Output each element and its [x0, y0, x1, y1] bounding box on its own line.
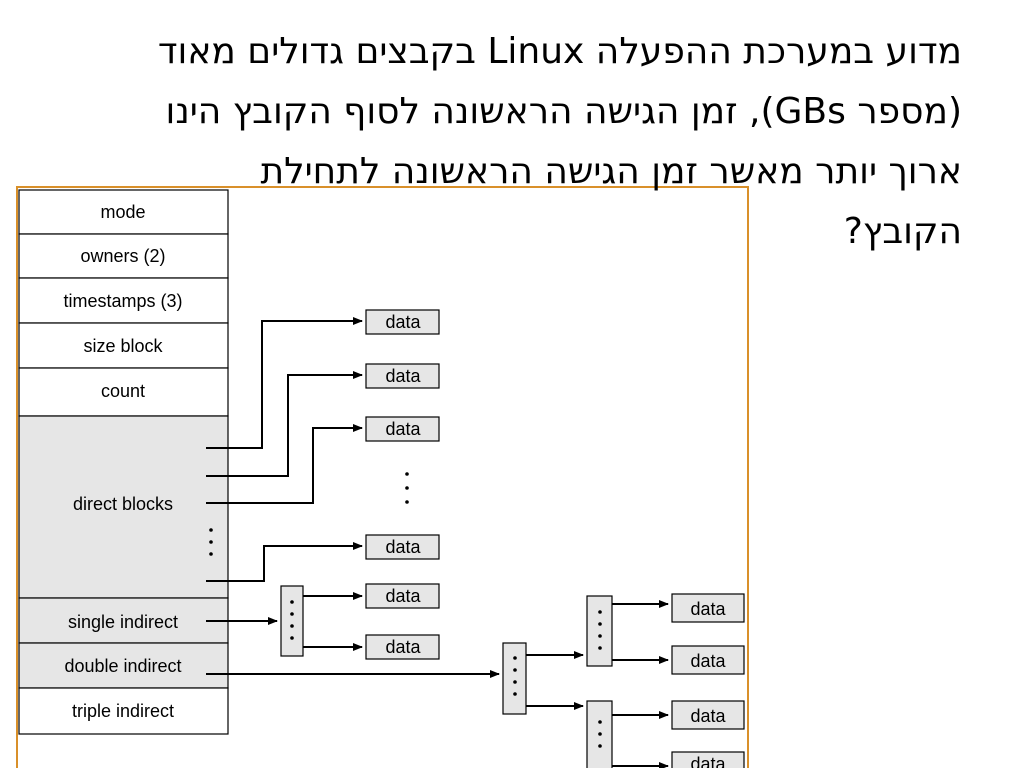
- direct-pointer-3: [206, 424, 363, 504]
- label-count: count: [101, 381, 145, 401]
- data-label: data: [690, 754, 726, 768]
- label-triple-indirect: triple indirect: [72, 701, 174, 721]
- double-indirect-data-labels: data data data data: [690, 599, 726, 768]
- data-label: data: [690, 651, 726, 671]
- inode-row-mode: [18, 189, 229, 235]
- data-label: data: [385, 366, 421, 386]
- label-double-indirect: double indirect: [64, 656, 181, 676]
- direct-data-labels: data data data data data data: [385, 312, 421, 657]
- label-owners: owners (2): [80, 246, 165, 266]
- data-block: [365, 309, 440, 335]
- data-label: data: [385, 637, 421, 657]
- inode-row-triple-indirect: [18, 687, 229, 735]
- inode-row-timestamps: [18, 277, 229, 324]
- title-line-3: ארוך יותר מאשר זמן הגישה הראשונה לתחילת: [260, 151, 963, 192]
- label-timestamps: timestamps (3): [63, 291, 182, 311]
- inode-table: [18, 189, 229, 735]
- single-indirect-dots: [290, 600, 294, 640]
- direct-pointer-2: [206, 371, 363, 477]
- direct-blocks-dots: [209, 528, 213, 556]
- data-block: [671, 700, 745, 730]
- data-block: [365, 583, 440, 609]
- data-block: [365, 416, 440, 442]
- data-block: [365, 634, 440, 660]
- title-line-2: (מספר GBs), זמן הגישה הראשונה לסוף הקובץ…: [165, 91, 962, 132]
- label-single-indirect: single indirect: [68, 612, 178, 632]
- data-label: data: [690, 599, 726, 619]
- indirect-block-2a: [586, 595, 613, 667]
- data-label: data: [385, 537, 421, 557]
- data-label: data: [385, 419, 421, 439]
- double-indirect-dots: [513, 610, 602, 748]
- direct-data-blocks: [365, 309, 440, 660]
- data-label: data: [385, 586, 421, 606]
- double-indirect-block: [502, 642, 527, 715]
- data-block: [671, 645, 745, 675]
- data-block: [671, 593, 745, 623]
- data-label: data: [385, 312, 421, 332]
- label-direct-blocks: direct blocks: [73, 494, 173, 514]
- data-label: data: [690, 706, 726, 726]
- single-indirect-block: [280, 585, 304, 657]
- title-line-4: הקובץ?: [843, 211, 962, 252]
- label-mode: mode: [100, 202, 145, 222]
- direct-pointer-1: [206, 317, 363, 449]
- single-indirect-chain: [206, 585, 363, 657]
- double-indirect-data-blocks: [671, 593, 745, 768]
- direct-pointer-last: [206, 542, 363, 582]
- data-blocks-dots: [405, 472, 409, 504]
- inode-row-size-block: [18, 322, 229, 369]
- direct-pointers: [206, 317, 363, 582]
- data-block: [671, 751, 745, 768]
- inode-labels: mode owners (2) timestamps (3) size bloc…: [63, 202, 182, 721]
- inode-row-direct-blocks: [18, 415, 229, 599]
- inode-row-double-indirect: [18, 642, 229, 689]
- label-size-block: size block: [83, 336, 163, 356]
- data-block: [365, 363, 440, 389]
- title-line-1: מדוע במערכת ההפעלה Linux בקבצים גדולים מ…: [157, 31, 962, 72]
- data-block: [365, 534, 440, 560]
- slide-title: מדוע במערכת ההפעלה Linux בקבצים גדולים מ…: [42, 22, 962, 262]
- inode-row-count: [18, 367, 229, 417]
